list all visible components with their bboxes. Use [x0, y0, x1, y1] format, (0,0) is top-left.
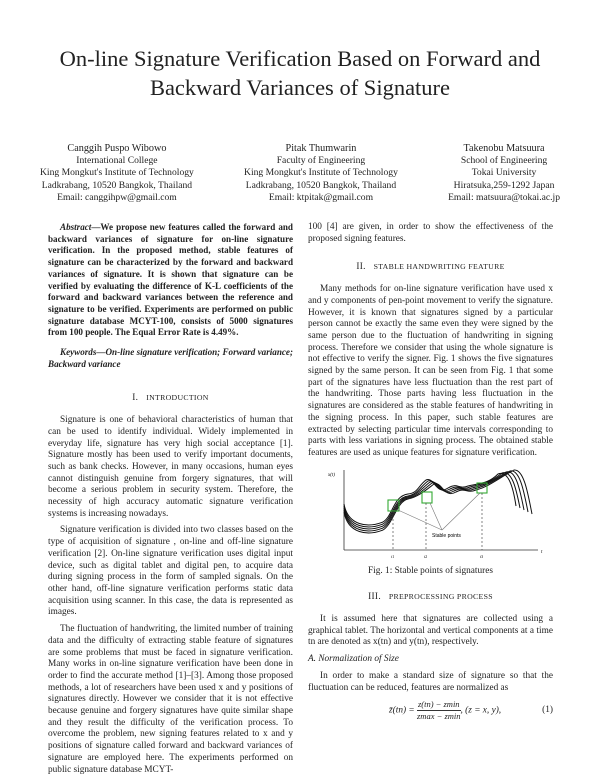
email: Email: ktpitak@gmail.com: [268, 191, 374, 203]
y-axis-label: x(t): [327, 473, 335, 478]
subsection-heading: A. Normalization of Size: [308, 654, 399, 665]
keywords-label: Keywords: [60, 347, 97, 358]
numerator: z(tn) − zmin: [417, 699, 461, 712]
affiliation: Faculty of Engineering: [276, 155, 366, 167]
author-1: Canggih Puspo Wibowo International Colle…: [40, 143, 194, 204]
section-number: II.: [356, 262, 366, 273]
abstract-text: —We propose new features called the forw…: [48, 222, 293, 338]
denominator: zmax − zmin: [417, 711, 461, 722]
stable-points-label: Stable points: [432, 533, 461, 539]
author-block: Canggih Puspo Wibowo International Colle…: [40, 143, 560, 204]
paragraph: Signature verification is divided into t…: [48, 525, 293, 618]
figure-1: Stable points x(t) t t1 t2 t3: [308, 466, 553, 566]
section-heading: I. Introduction: [48, 392, 293, 405]
tick-label: t1: [391, 554, 394, 559]
signature-curves: [343, 469, 533, 533]
address: Ladkrabang, 10520 Bangkok, Thailand: [41, 179, 193, 191]
address: Hiratsuka,259-1292 Japan: [453, 179, 555, 191]
author-3: Takenobu Matsuura School of Engineering …: [448, 143, 560, 204]
paragraph: Signature is one of behavioral character…: [48, 415, 293, 519]
affiliation: King Mongkut's Institute of Technology: [244, 167, 398, 179]
section-heading: II. Stable handwriting feature: [308, 261, 553, 274]
section-number: III.: [368, 592, 381, 603]
keywords-text: —On-line signature verification; Forward…: [48, 347, 293, 369]
email: Email: canggihpw@gmail.com: [57, 191, 177, 203]
paper-title: On-line Signature Verification Based on …: [59, 46, 541, 100]
tick-label: t2: [424, 554, 427, 559]
left-column: Abstract—We propose new features called …: [48, 222, 293, 781]
affiliation: International College: [76, 155, 158, 167]
keywords: Keywords—On-line signature verification;…: [48, 347, 293, 370]
equation-rhs: , (z = x, y),: [460, 705, 502, 716]
equation-lhs: z̄(tn) =: [389, 705, 415, 716]
author-2: Pitak Thumwarin Faculty of Engineering K…: [244, 143, 398, 204]
email: Email: matsuura@tokai.ac.jp: [448, 191, 560, 203]
abstract: Abstract—We propose new features called …: [48, 222, 293, 339]
author-name: Takenobu Matsuura: [463, 143, 545, 154]
section-heading: III. Preprocessing Process: [308, 591, 553, 604]
author-name: Canggih Puspo Wibowo: [67, 143, 167, 154]
annotation-lines: [397, 492, 481, 530]
stable-box: [387, 499, 400, 512]
paragraph: It is assumed here that signatures are c…: [308, 614, 553, 648]
x-axis-label: t: [541, 550, 543, 555]
section-title: Stable handwriting feature: [373, 262, 505, 272]
affiliation: King Mongkut's Institute of Technology: [40, 167, 194, 179]
author-name: Pitak Thumwarin: [285, 143, 357, 154]
tick-label: t3: [480, 554, 483, 559]
signature-plot: Stable points x(t) t t1 t2 t3: [327, 469, 543, 559]
figure-caption: Fig. 1: Stable points of signatures: [368, 565, 493, 576]
paragraph: Many methods for on-line signature verif…: [308, 284, 553, 458]
address: Ladkrabang, 10520 Bangkok, Thailand: [245, 179, 397, 191]
section-number: I.: [132, 393, 139, 404]
tick-guides: [392, 492, 483, 550]
equation-number: (1): [542, 704, 553, 715]
affiliation: Tokai University: [471, 167, 537, 179]
section-title: Preprocessing Process: [388, 592, 493, 602]
affiliation: School of Engineering: [460, 155, 548, 167]
paragraph: 100 [4] are given, in order to show the …: [308, 222, 553, 244]
stable-box: [421, 491, 433, 504]
abstract-label: Abstract: [60, 222, 92, 232]
section-title: Introduction: [146, 393, 209, 403]
paragraph: In order to make a standard size of sign…: [308, 670, 553, 693]
right-column: 100 [4] are given, in order to show the …: [308, 222, 553, 726]
paragraph: The fluctuation of handwriting, the limi…: [48, 624, 293, 775]
